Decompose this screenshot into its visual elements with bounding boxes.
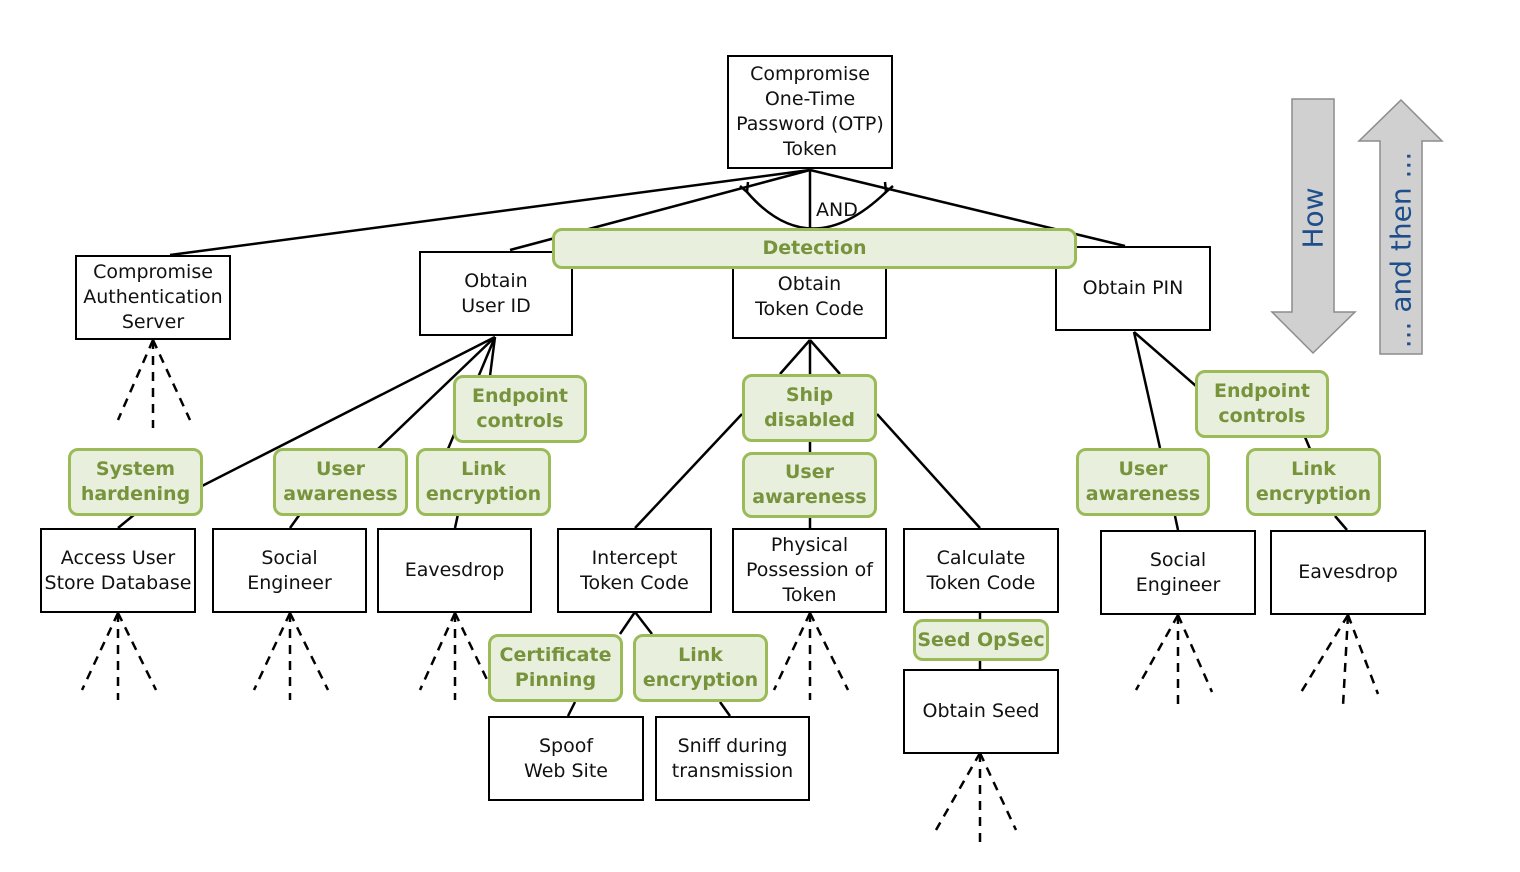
- node-obtain-user-id: Obtain User ID: [419, 251, 573, 336]
- edge-intercept-cert: [618, 611, 637, 635]
- edge-tokencode-ship-r: [809, 339, 841, 375]
- node-physical-possession-of-token: Physical Possession of Token: [732, 528, 887, 613]
- control-link-encryption-2: Link encryption: [1246, 448, 1381, 516]
- control-user-awareness-1: User awareness: [273, 448, 408, 516]
- control-endpoint-controls-2: Endpoint controls: [1195, 370, 1329, 438]
- and-then-arrow-shape: [1357, 98, 1444, 355]
- edge-intercept-link: [634, 611, 653, 635]
- control-ship-disabled: Ship disabled: [742, 374, 877, 442]
- edge-tokencode-ship-l: [779, 339, 811, 375]
- edge-pin-awareness: [1132, 331, 1162, 449]
- edge-hardening-accessdb: [117, 513, 136, 529]
- how-arrow-label: How: [1296, 187, 1330, 249]
- edge-userid-accessdb: [199, 335, 496, 489]
- dashed-subtrees: [80, 339, 1380, 848]
- node-spoof-web-site: Spoof Web Site: [488, 716, 644, 801]
- how-arrow-shape: [1270, 98, 1357, 355]
- edge-userid-social: [377, 336, 496, 450]
- control-user-awareness-3: User awareness: [1076, 448, 1210, 516]
- and-then-arrow-label: ... and then ...: [1384, 151, 1418, 349]
- edge-linkenc-eavesdrop2: [1334, 515, 1348, 531]
- control-certificate-pinning: Certificate Pinning: [488, 634, 623, 702]
- node-obtain-pin: Obtain PIN: [1055, 246, 1211, 331]
- and-arc-arrowhead-left: [739, 181, 750, 195]
- edge-awareness-social2: [1173, 515, 1180, 531]
- node-access-user-store-database: Access User Store Database: [40, 528, 196, 613]
- edge-link-sniff: [718, 701, 732, 717]
- edge-linkenc-eavesdrop: [453, 513, 460, 529]
- edge-ship-calculate: [876, 413, 981, 529]
- and-arc-arrowhead-right: [883, 181, 894, 195]
- edge-endpoint-linkenc: [1303, 436, 1312, 450]
- node-eavesdrop-2: Eavesdrop: [1270, 530, 1426, 615]
- node-social-engineer-2: Social Engineer: [1100, 530, 1256, 615]
- control-system-hardening: System hardening: [68, 448, 203, 516]
- node-social-engineer-1: Social Engineer: [212, 528, 367, 613]
- root-node: Compromise One-Time Password (OTP) Token: [727, 55, 893, 169]
- node-eavesdrop-1: Eavesdrop: [377, 528, 532, 613]
- edge-root-auth: [169, 168, 811, 257]
- edge-pin-endpoint: [1133, 331, 1197, 387]
- edge-cert-spoof: [566, 701, 577, 717]
- edge-userid-endpoint: [488, 336, 497, 377]
- node-intercept-token-code: Intercept Token Code: [557, 528, 712, 613]
- node-sniff-during-transmission: Sniff during transmission: [655, 716, 810, 801]
- control-user-awareness-2: User awareness: [742, 452, 877, 518]
- node-obtain-seed: Obtain Seed: [903, 669, 1059, 754]
- control-seed-opsec: Seed OpSec: [913, 619, 1049, 661]
- control-detection: Detection: [552, 228, 1077, 269]
- and-label: AND: [816, 199, 858, 221]
- control-link-encryption-1: Link encryption: [416, 448, 551, 516]
- node-calculate-token-code: Calculate Token Code: [903, 528, 1059, 613]
- edge-ship-intercept: [634, 413, 743, 529]
- edge-awareness-social: [288, 513, 302, 529]
- control-link-encryption-3: Link encryption: [633, 634, 768, 702]
- node-compromise-auth-server: Compromise Authentication Server: [75, 255, 231, 340]
- control-endpoint-controls-1: Endpoint controls: [453, 375, 587, 443]
